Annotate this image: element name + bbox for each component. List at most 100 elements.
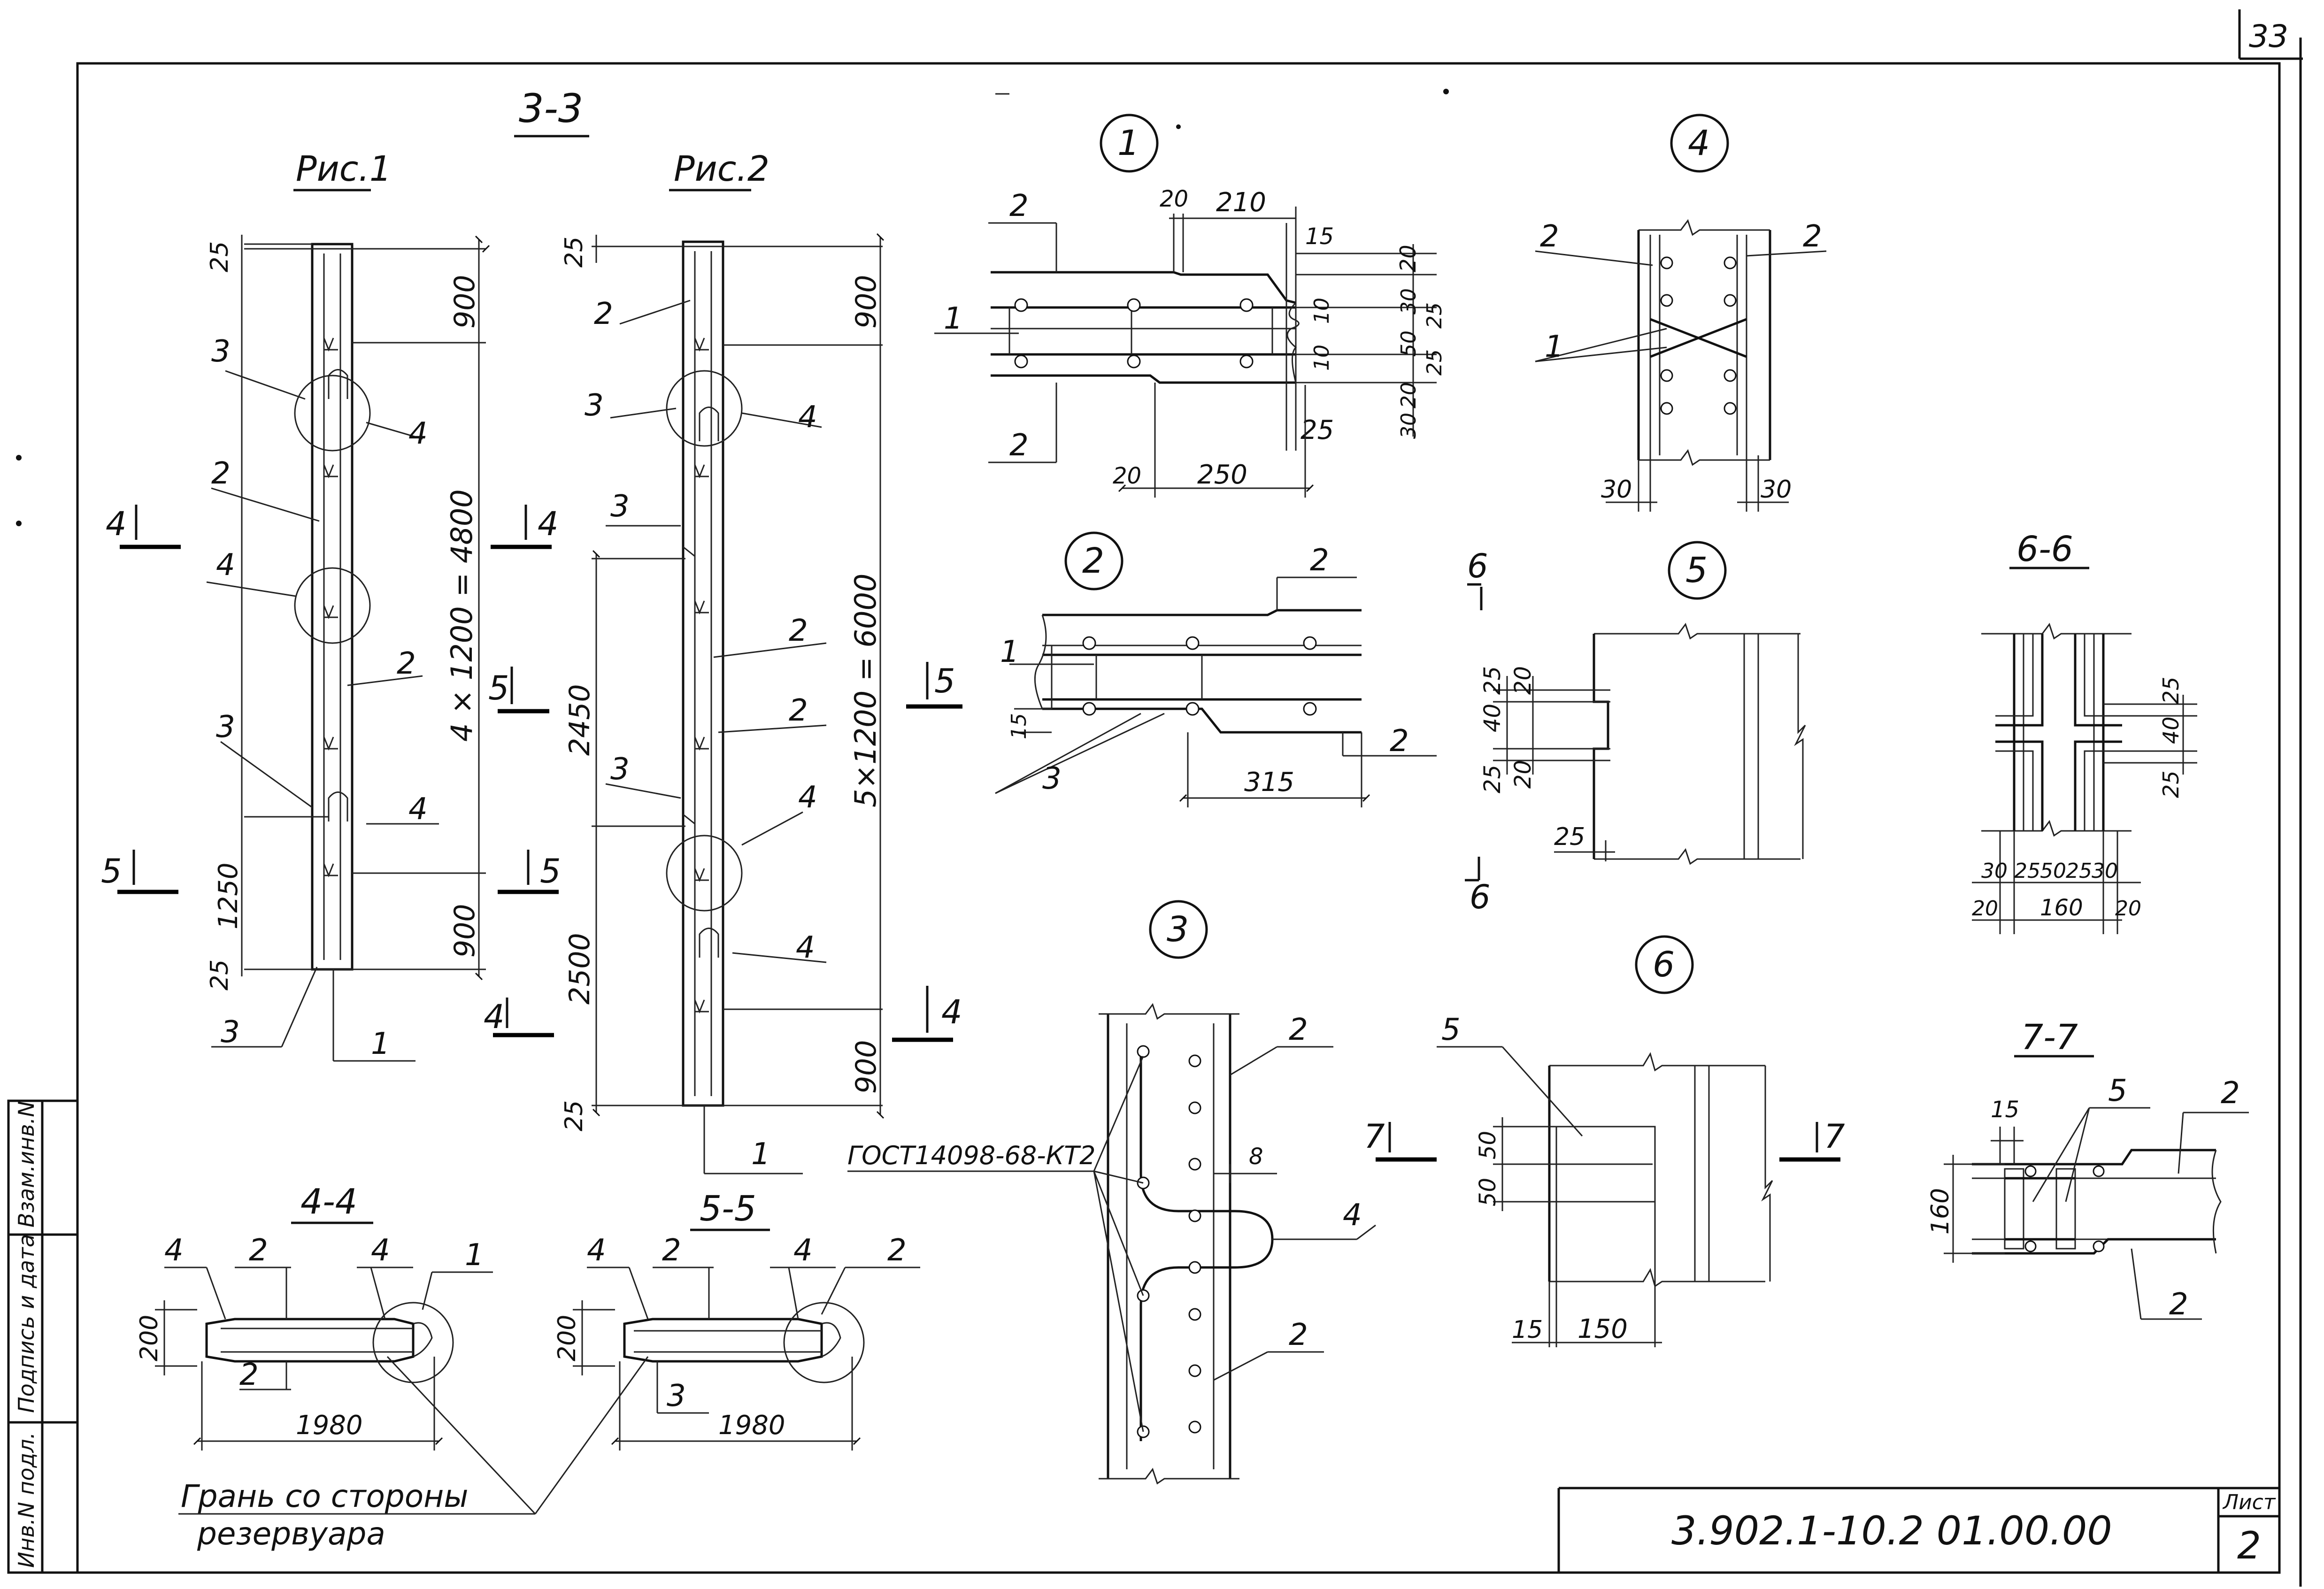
sec55-dim-200: 200 <box>553 1315 581 1361</box>
fig1-section-mark-5-mid: 5 <box>488 669 509 707</box>
detail3-callout-2-bottom: 2 <box>1289 1318 1308 1352</box>
fig1-section-mark-4-left: 4 <box>106 505 127 543</box>
sec55-callout-4-right: 4 <box>793 1233 813 1268</box>
fig2-section-mark-5: 5 <box>934 662 955 700</box>
fig1-callout-3c: 3 <box>221 1015 240 1050</box>
figure-1-title: Рис.1 <box>296 149 392 189</box>
detail-2: 2 1 2 2 3 15 315 <box>995 531 1437 807</box>
sec77-dim-160: 160 <box>1926 1188 1955 1235</box>
detail-1-number: 1 <box>1117 123 1139 163</box>
detail1-callout-2-top: 2 <box>1009 189 1029 223</box>
sec77-callout-5: 5 <box>2108 1074 2127 1108</box>
note-line1: Грань со стороны <box>181 1478 468 1514</box>
section-6-6-title: 6-6 <box>2016 529 2073 569</box>
fig2-callout-2b: 2 <box>789 614 808 648</box>
fig1-callout-3b: 3 <box>216 710 235 745</box>
detail5-section-mark-6-bottom: 6 <box>1470 878 1491 916</box>
detail-6: 6 50 50 5 7 7 15 150 <box>1364 935 1845 1347</box>
detail3-callout-4: 4 <box>1343 1198 1362 1233</box>
detail1-dim-10a: 10 <box>1310 298 1334 324</box>
sheet-frame: 33 <box>76 9 2303 1587</box>
figure-2-title: Рис.2 <box>674 149 770 189</box>
detail6-callout-5: 5 <box>1441 1013 1461 1047</box>
detail1-dim-10b: 10 <box>1310 345 1334 371</box>
detail6-section-mark-7-right: 7 <box>1824 1117 1845 1156</box>
svg-text:3-3: 3-3 <box>519 85 583 131</box>
detail5-dim-25-bottom: 25 <box>1479 765 1506 793</box>
sec66-dim-40: 40 <box>2158 716 2184 744</box>
detail3-callout-2-top: 2 <box>1289 1013 1308 1047</box>
section-4-4: 4-4 4 2 4 1 2 200 1980 <box>135 1182 493 1451</box>
sec66-dim-25-bottom: 25 <box>2158 770 2184 798</box>
detail-6-number: 6 <box>1653 944 1675 985</box>
fig1-section-mark-5-left: 5 <box>101 852 122 890</box>
fig1-dim-900-top: 900 <box>448 275 481 329</box>
detail1-dim-50: 50 <box>1397 330 1421 357</box>
fig1-callout-2a: 2 <box>211 456 231 491</box>
fig1-dim-1250: 1250 <box>213 862 244 929</box>
detail2-dim-15: 15 <box>1007 713 1031 739</box>
fig2-callout-2c: 2 <box>789 693 808 728</box>
fig2-dim-2450: 2450 <box>563 684 596 756</box>
fig2-callout-4b: 4 <box>798 780 817 815</box>
detail6-dim-50-top: 50 <box>1475 1131 1501 1159</box>
fig2-callout-3a: 3 <box>585 388 604 423</box>
sec44-callout-1: 1 <box>465 1238 484 1273</box>
detail1-dim-20a: 20 <box>1395 245 1421 272</box>
detail1-dim-250: 250 <box>1197 460 1247 490</box>
sec44-dim-200: 200 <box>135 1315 163 1361</box>
sec66-dim-20a: 20 <box>1972 897 1998 921</box>
fig2-dim-total: 5×1200 = 6000 <box>848 574 883 807</box>
section-7-7-title: 7-7 <box>2021 1017 2078 1058</box>
sec44-dim-1980: 1980 <box>296 1410 363 1441</box>
fig1-section-mark-4-bottom: 4 <box>484 998 505 1036</box>
fig1-callout-3a: 3 <box>211 334 231 369</box>
detail1-callout-1: 1 <box>944 301 963 336</box>
left-stamp: Инв.N подл. Подпись и дата Взам.инв.N <box>7 1099 79 1574</box>
fig1-dim-total: 4 × 1200 = 4800 <box>445 489 479 742</box>
detail6-section-mark-7-left: 7 <box>1364 1117 1385 1156</box>
figure-2: Рис.2 25 900 2450 5×1200 = 6000 2500 900… <box>560 149 962 1174</box>
detail1-dim-20c: 20 <box>1113 463 1141 489</box>
section-4-4-title: 4-4 <box>300 1182 357 1222</box>
detail-4-number: 4 <box>1688 123 1710 163</box>
detail1-dim-30b: 30 <box>1397 413 1421 439</box>
document-code: 3.902.1-10.2 01.00.00 <box>1671 1508 2112 1554</box>
stamp-replace-label: Взам.инв.N <box>14 1101 39 1228</box>
detail-3: 3 ГОСТ14098-68-КТ2 2 4 2 8 <box>847 900 1376 1485</box>
section-5-5-title: 5-5 <box>700 1189 756 1229</box>
detail4-callout-2-right: 2 <box>1803 219 1822 254</box>
sec77-callout-2-top: 2 <box>2221 1076 2240 1111</box>
detail2-callout-2-bottom: 2 <box>1390 724 1409 759</box>
detail5-dim-25-foot: 25 <box>1554 823 1585 851</box>
sec44-callout-4-right: 4 <box>371 1233 390 1268</box>
detail6-dim-15: 15 <box>1512 1316 1543 1344</box>
detail1-dim-20b: 20 <box>1397 382 1421 408</box>
detail4-callout-1: 1 <box>1545 330 1564 364</box>
sec55-callout-3: 3 <box>667 1379 686 1413</box>
sec66-dim-25-top: 25 <box>2158 676 2184 704</box>
sheet-label: Лист <box>2222 1490 2276 1514</box>
detail4-callout-2-left: 2 <box>1540 219 1559 254</box>
stamp-signature-label: Подпись и дата <box>14 1234 39 1413</box>
fig1-callout-2b: 2 <box>397 646 416 681</box>
detail5-dim-25-top: 25 <box>1479 666 1506 695</box>
detail2-callout-3: 3 <box>1042 761 1062 796</box>
sec66-dim-25b: 25 <box>2066 859 2092 883</box>
detail3-gost-note: ГОСТ14098-68-КТ2 <box>847 1141 1095 1170</box>
detail5-dim-40: 40 <box>1479 704 1506 732</box>
fig2-callout-3c: 3 <box>610 752 630 787</box>
detail6-dim-50-bottom: 50 <box>1475 1178 1501 1206</box>
detail2-callout-2-top: 2 <box>1310 543 1329 578</box>
detail1-dim-25a: 25 <box>1423 302 1447 329</box>
detail1-dim-25b: 25 <box>1423 349 1447 376</box>
section-6-6: 6-6 25 40 25 30 25 50 25 30 20 160 20 <box>1972 529 2197 934</box>
detail1-dim-30a: 30 <box>1397 288 1421 315</box>
detail4-dim-30-right: 30 <box>1761 476 1792 504</box>
detail4-dim-30-left: 30 <box>1601 476 1632 504</box>
fig1-dim-900-bottom: 900 <box>448 904 481 958</box>
reservoir-side-note: Грань со стороны резервуара <box>178 1356 649 1552</box>
detail5-dim-20-top: 20 <box>1510 666 1536 695</box>
figure-1: Рис.1 2 5 900 4 × 1200 = 4800 1250 900 2 5… <box>101 149 561 1062</box>
